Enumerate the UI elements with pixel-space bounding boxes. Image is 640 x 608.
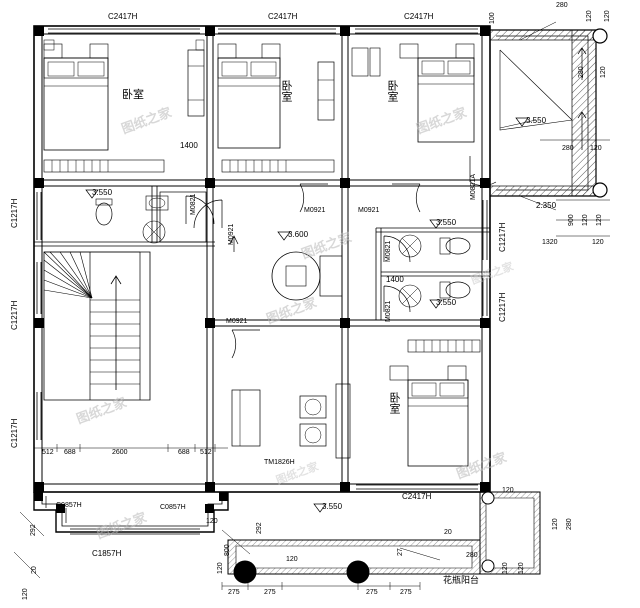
room-label-balcony: 花瓶阳台 [443,575,480,585]
dimension-20-a: 20 [31,566,38,574]
dimension-280-d: 280 [466,552,478,559]
room-label-bedroom-4: 卧室 [388,392,400,414]
dimension-120-e: 120 [582,214,589,226]
dimension-100: 100 [489,12,496,24]
window-label-c0857h-2: C0857H [160,504,186,511]
dimension-120-i: 120 [22,588,29,600]
window-label-c0857h-1: C0857H [56,502,82,509]
level-mark-7: 3.550 [322,502,343,511]
room-label-bedroom-1: 卧室 [122,89,144,101]
dimension-120-d: 120 [590,145,602,152]
window-label-c2417h-4: C2417H [402,492,432,501]
window-label-c1217h-5: C1217H [498,292,507,322]
room-label-bedroom-3: 卧室 [386,80,398,102]
dimension-275-a: 275 [228,589,240,596]
dimension-120-k: 120 [518,562,525,574]
dimension-1320: 1320 [542,239,558,246]
dimension-275-d: 275 [400,589,412,596]
dimension-900: 900 [568,214,575,226]
window-label-c2417h-3: C2417H [404,12,434,21]
door-label-m0921-1: M0921 [228,223,235,245]
dimension-120-f: 120 [596,214,603,226]
dimension-120-a: 120 [586,10,593,22]
dimension-120-o: 120 [502,487,514,494]
dimension-1400-b: 1400 [386,275,404,284]
door-label-m0921-4: M0921 [226,318,248,325]
dimension-512-b: 512 [200,449,212,456]
dimension-20-b: 20 [444,529,452,536]
dimension-120-h: 120 [206,518,218,525]
level-mark-1: 3.550 [92,188,113,197]
window-label-c1217h-3: C1217H [10,418,19,448]
door-label-m0921-2: M0921 [304,207,326,214]
dimension-280-a: 280 [556,2,568,9]
dimension-280-e: 280 [566,518,573,530]
dimension-1400-a: 1400 [180,141,198,150]
dimension-275-b: 275 [264,589,276,596]
level-mark-2: 3.550 [526,116,547,125]
dimension-120-l: 120 [552,518,559,530]
dimension-275-c: 275 [366,589,378,596]
door-label-m0821-3: M0821 [385,300,392,322]
door-label-m0821-1: M0821 [190,193,197,215]
door-label-tm1826h: TM1826H [264,459,295,466]
dimension-2600: 2600 [112,449,128,456]
level-mark-6: 3.550 [436,298,457,307]
room-label-bedroom-2: 卧室 [280,80,292,102]
door-label-m0921-3: M0921 [358,207,380,214]
level-mark-4: 3.550 [436,218,457,227]
dimension-120-m: 120 [217,562,224,574]
dimension-688-a: 688 [64,449,76,456]
dimension-280-b: 280 [578,66,585,78]
window-label-c1857h: C1857H [92,549,122,558]
dimension-292-a: 292 [30,524,37,536]
dimension-27: 27 [397,548,404,556]
dimension-120-g: 120 [592,239,604,246]
dimension-512-a: 512 [42,449,54,456]
dimension-688-b: 688 [178,449,190,456]
dimension-120-b: 120 [604,10,611,22]
dimension-800: 800 [224,544,231,556]
door-label-m0821a: M0821A [470,173,477,200]
level-mark-3: 2.350 [536,201,557,210]
dimension-120-n: 120 [286,556,298,563]
dimension-120-c: 120 [600,66,607,78]
window-label-c1217h-4: C1217H [498,222,507,252]
dimension-292-b: 292 [256,522,263,534]
window-label-c2417h-1: C2417H [108,12,138,21]
door-label-m0821-2: M0821 [385,240,392,262]
dimension-280-c: 280 [562,145,574,152]
window-label-c1217h-1: C1217H [10,198,19,228]
dimension-120-j: 120 [502,562,509,574]
window-label-c1217h-2: C1217H [10,300,19,330]
window-label-c2417h-2: C2417H [268,12,298,21]
level-mark-5: 3.600 [288,230,309,239]
